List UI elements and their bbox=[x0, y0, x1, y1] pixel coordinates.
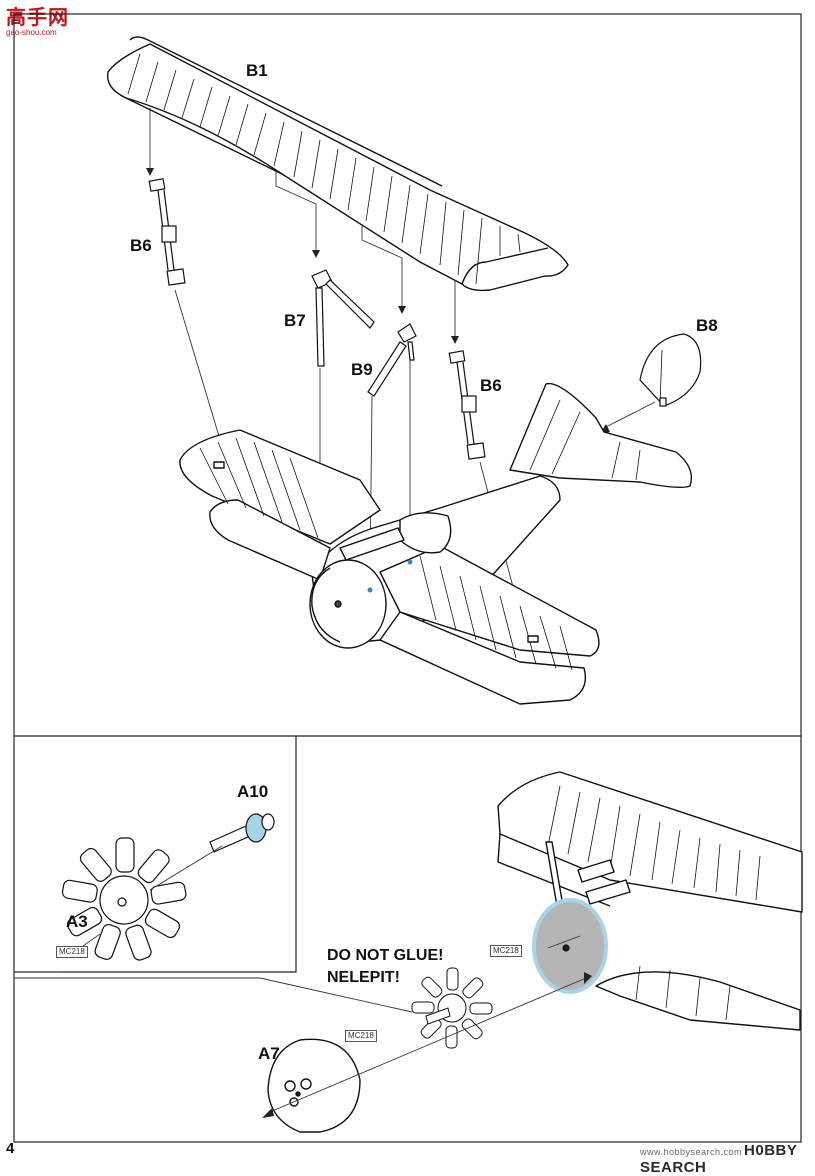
strut-b6-left bbox=[148, 178, 186, 286]
label-b7: B7 bbox=[284, 311, 306, 330]
watermark-prefix: www.hobbysearch.com bbox=[640, 1147, 743, 1157]
label-b6-left: B6 bbox=[130, 236, 152, 255]
label-a3: A3 bbox=[66, 912, 88, 931]
fuselage-and-lower-wings bbox=[179, 382, 693, 705]
label-b8: B8 bbox=[696, 316, 718, 335]
upper-wing-b1 bbox=[106, 36, 569, 292]
strut-b7 bbox=[311, 269, 375, 367]
leader-a10 bbox=[149, 845, 223, 891]
warning-line-2: NELEPIT! bbox=[327, 969, 400, 986]
warning-line-1: DO NOT GLUE! bbox=[327, 947, 444, 964]
label-b1: B1 bbox=[246, 61, 268, 80]
leader-lines-bottom bbox=[14, 935, 587, 1113]
do-not-glue-warning: DO NOT GLUE! NELEPIT! bbox=[327, 945, 443, 989]
attachment-points bbox=[367, 559, 413, 593]
shaft-a10 bbox=[209, 813, 275, 853]
label-b6-right: B6 bbox=[480, 376, 502, 395]
label-b9: B9 bbox=[351, 360, 373, 379]
label-a10: A10 bbox=[237, 782, 269, 801]
cowl-a7 bbox=[267, 1038, 361, 1133]
strut-b9 bbox=[367, 323, 417, 397]
sub-panel-frame bbox=[14, 736, 297, 973]
logo-main-text: 高手网 bbox=[6, 7, 69, 29]
engine-a3 bbox=[61, 837, 187, 961]
rudder-b8 bbox=[639, 333, 702, 407]
engine-small bbox=[411, 967, 493, 1049]
page-number: 4 bbox=[6, 1140, 15, 1157]
paint-code-a3: MC218 bbox=[56, 946, 88, 958]
cowling-face bbox=[532, 898, 608, 994]
site-logo: 高手网 gao-shou.com bbox=[6, 8, 70, 38]
outer-frame bbox=[13, 13, 802, 1143]
paint-code-cowl: MC218 bbox=[490, 945, 522, 957]
paint-code-a7: MC218 bbox=[345, 1030, 377, 1042]
arrow-heads-bottom bbox=[262, 972, 592, 1118]
upper-wing-detail bbox=[497, 771, 803, 1031]
logo-sub-text: gao-shou.com bbox=[6, 28, 57, 37]
label-a7: A7 bbox=[258, 1044, 280, 1063]
panel-frames bbox=[13, 13, 802, 1143]
strut-b6-right bbox=[448, 350, 486, 460]
